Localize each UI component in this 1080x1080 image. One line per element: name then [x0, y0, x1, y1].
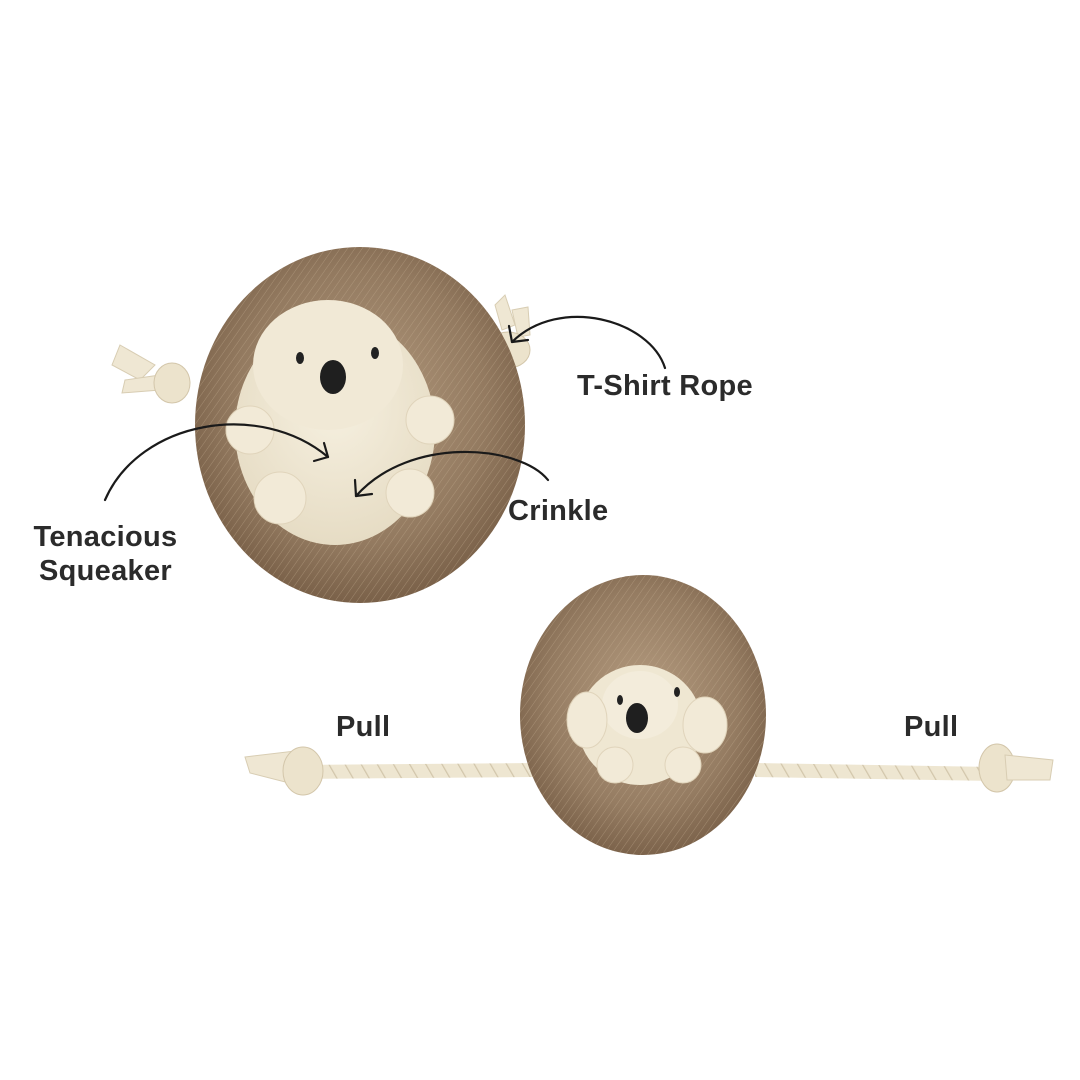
arrow-crinkle — [353, 450, 550, 498]
hedgehog-bottom-illustration — [244, 575, 1054, 855]
nose-bottom — [626, 703, 648, 733]
rope-left — [244, 746, 535, 796]
label-pull-left: Pull — [336, 711, 391, 743]
label-pull-right: Pull — [904, 711, 959, 743]
hedgehog-toy-top — [100, 225, 560, 605]
arrow-squeaker — [103, 423, 330, 502]
rope-knot-left — [111, 344, 191, 404]
rope-right — [755, 743, 1054, 793]
hedgehog-toy-bottom — [235, 575, 1065, 860]
eye-right-bottom — [674, 687, 680, 697]
eye-right — [371, 347, 379, 359]
nose — [320, 360, 346, 394]
eye-left-bottom — [617, 695, 623, 705]
hedgehog-top-illustration — [111, 247, 531, 603]
callout-arrows-top — [103, 315, 667, 502]
label-tshirt-rope: T-Shirt Rope — [577, 370, 753, 402]
arrow-tshirt-rope — [507, 315, 667, 370]
label-squeaker-line2: Squeaker — [39, 555, 172, 587]
label-squeaker-line1: Tenacious — [33, 521, 178, 553]
label-tenacious-squeaker: Tenacious Squeaker — [28, 520, 183, 588]
label-crinkle: Crinkle — [508, 495, 609, 527]
eye-left — [296, 352, 304, 364]
